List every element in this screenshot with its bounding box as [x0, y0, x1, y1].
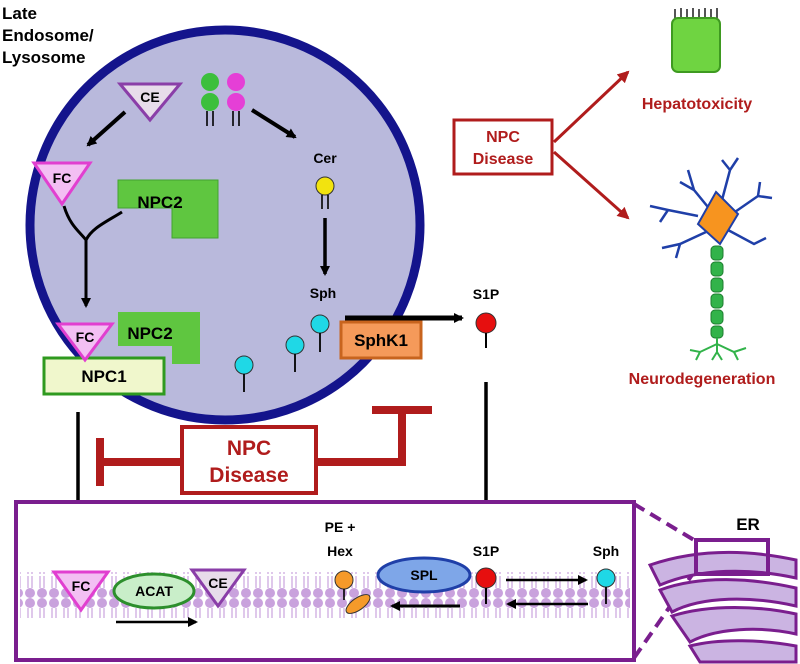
svg-text:Disease: Disease: [473, 151, 534, 168]
svg-text:NPC2: NPC2: [137, 193, 182, 212]
svg-text:FC: FC: [76, 329, 95, 345]
neuron-icon: [649, 157, 773, 361]
fc-triangle-bottom: FC: [51, 570, 111, 613]
arrow-to-hepatotoxicity: [552, 70, 630, 144]
sph-label-er: Sph: [593, 543, 619, 559]
svg-text:FC: FC: [53, 170, 72, 186]
pe-hex-label-1: PE +: [325, 519, 356, 535]
npc-disease-box-center: NPC Disease: [180, 425, 318, 495]
svg-text:Disease: Disease: [209, 464, 288, 487]
svg-text:FC: FC: [72, 578, 91, 594]
compartment-label-line1: Late: [2, 4, 37, 23]
fc-triangle-top: FC: [31, 161, 93, 207]
svg-text:NPC1: NPC1: [81, 367, 126, 386]
arrow-lipids-to-cer: [250, 108, 297, 139]
hepatocyte-icon: [671, 8, 721, 73]
zoom-line-top: [632, 502, 696, 542]
npc-complex: NPC2 NPC1 FC: [42, 312, 200, 396]
neurodegeneration-label: Neurodegeneration: [629, 371, 776, 388]
er-cisternae: [647, 550, 798, 664]
svg-text:NPC2: NPC2: [127, 324, 172, 343]
arrow-to-neurodegeneration: [553, 150, 630, 220]
lipid-cluster: [201, 73, 245, 126]
arrow-merge: [62, 205, 88, 241]
sph-lipids: [234, 314, 330, 392]
s1p-label-top: S1P: [473, 286, 499, 302]
npc-disease-box-top: NPC Disease: [452, 118, 554, 176]
svg-text:CE: CE: [208, 575, 227, 591]
sph-lipid-er: [596, 568, 616, 604]
spl-enzyme: SPL: [376, 556, 472, 594]
pe-hex-lipids: [334, 570, 371, 614]
sphk1-enzyme: SphK1: [339, 320, 423, 360]
s1p-label-bottom: S1P: [473, 543, 499, 559]
pe-hex-label-2: Hex: [327, 543, 353, 559]
acat-enzyme: ACAT: [112, 572, 196, 610]
s1p-lipid-bottom: [475, 567, 497, 604]
compartment-label-line2: Endosome/: [2, 26, 94, 45]
svg-text:ACAT: ACAT: [135, 583, 173, 599]
sph-label-lysosome: Sph: [310, 285, 336, 301]
svg-text:NPC: NPC: [486, 129, 520, 146]
npc2-protein-top: NPC2: [117, 179, 219, 239]
svg-text:CE: CE: [140, 89, 159, 105]
svg-text:NPC: NPC: [227, 437, 271, 460]
svg-text:SphK1: SphK1: [354, 331, 408, 350]
er-zoom-box: [694, 538, 770, 576]
ce-triangle-bottom: CE: [189, 568, 247, 609]
ce-triangle: CE: [116, 82, 184, 123]
er-label: ER: [736, 515, 760, 534]
arrow-ce-to-fc: [86, 110, 127, 147]
hepatotoxicity-label: Hepatotoxicity: [642, 96, 752, 113]
cer-lipid: [315, 176, 335, 209]
cer-label: Cer: [313, 150, 337, 166]
npc-disease-inhibition: [96, 406, 432, 486]
svg-text:SPL: SPL: [410, 567, 438, 583]
compartment-label-line3: Lysosome: [2, 48, 85, 67]
s1p-lipid-top: [475, 312, 497, 348]
